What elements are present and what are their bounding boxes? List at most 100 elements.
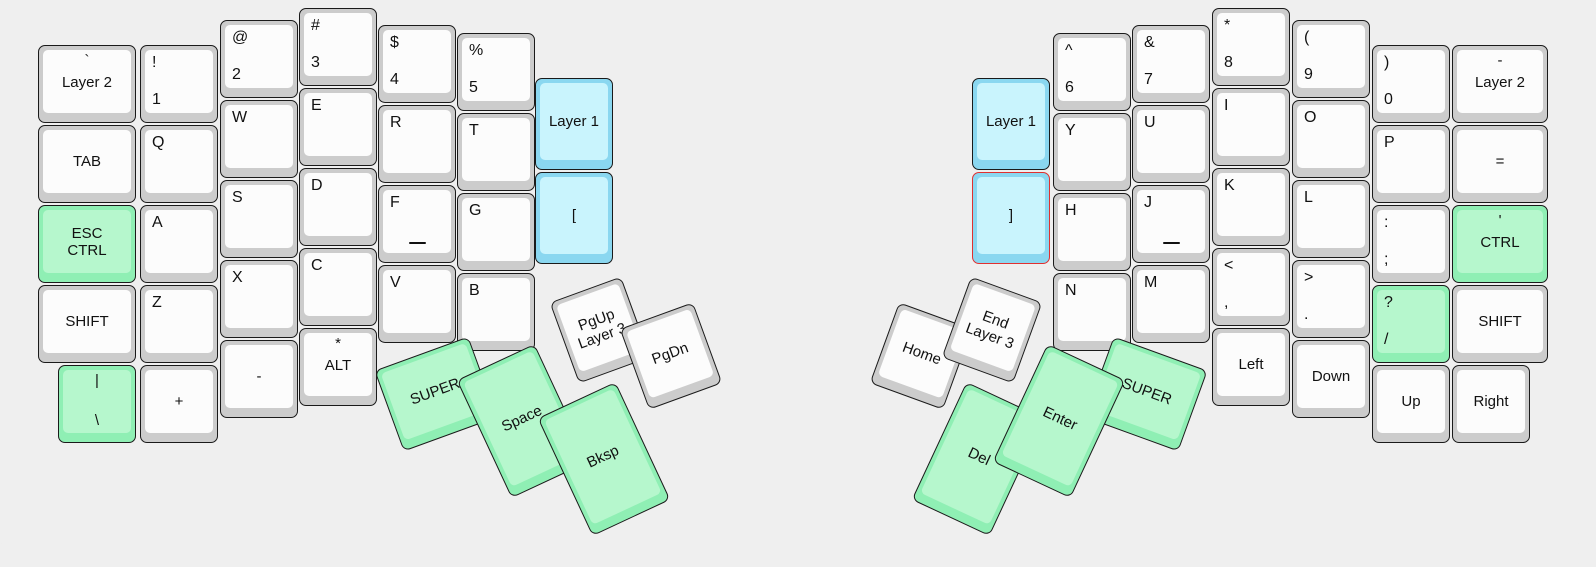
key-alt-cap: *ALT	[304, 333, 372, 396]
key-quote-ctrl-main-label: CTRL	[1480, 233, 1520, 251]
key-4[interactable]: $4	[378, 25, 456, 103]
key-bracket-left-main-label: [	[571, 206, 577, 224]
key-up[interactable]: Up	[1372, 365, 1450, 443]
key-minus-main-label: -	[256, 367, 262, 385]
key-bracket-right[interactable]: ]	[972, 172, 1050, 264]
key-2[interactable]: @2	[220, 20, 298, 98]
key-slash[interactable]: ?/	[1372, 285, 1450, 363]
key-a-tl-label: A	[152, 214, 163, 231]
key-u[interactable]: U	[1132, 105, 1210, 183]
key-pipe-backslash[interactable]: |\	[58, 365, 136, 443]
key-8[interactable]: *8	[1212, 8, 1290, 86]
key-k[interactable]: K	[1212, 168, 1290, 246]
key-i-cap: I	[1217, 93, 1285, 156]
key-d[interactable]: D	[299, 168, 377, 246]
key-equals[interactable]: =	[1452, 125, 1548, 203]
key-layer1-left-main-label: Layer 1	[548, 112, 600, 130]
key-6-cap: ^6	[1058, 38, 1126, 101]
key-3[interactable]: #3	[299, 8, 377, 86]
key-l-cap: L	[1297, 185, 1365, 248]
key-alt[interactable]: *ALT	[299, 328, 377, 406]
key-e-cap: E	[304, 93, 372, 156]
key-layer1-left-cap: Layer 1	[540, 83, 608, 160]
key-v[interactable]: V	[378, 265, 456, 343]
key-equals-main-label: =	[1495, 152, 1505, 170]
key-l[interactable]: L	[1292, 180, 1370, 258]
key-x[interactable]: X	[220, 260, 298, 338]
key-7[interactable]: &7	[1132, 25, 1210, 103]
key-5-cap: %5	[462, 38, 530, 101]
key-1-cap: !1	[145, 50, 213, 113]
key-semicolon[interactable]: :;	[1372, 205, 1450, 283]
key-o[interactable]: O	[1292, 100, 1370, 178]
key-t[interactable]: T	[457, 113, 535, 191]
key-layer1-left[interactable]: Layer 1	[535, 78, 613, 170]
key-z[interactable]: Z	[140, 285, 218, 363]
key-left[interactable]: Left	[1212, 328, 1290, 406]
key-k-cap: K	[1217, 173, 1285, 236]
key-esc-ctrl[interactable]: ESC CTRL	[38, 205, 136, 283]
key-j[interactable]: J	[1132, 185, 1210, 263]
key-layer2-minus[interactable]: -Layer 2	[1452, 45, 1548, 123]
key-right[interactable]: Right	[1452, 365, 1530, 443]
key-y-tl-label: Y	[1065, 122, 1076, 139]
key-layer2-grave-cap: `Layer 2	[43, 50, 131, 113]
key-layer2-minus-cap: -Layer 2	[1457, 50, 1543, 113]
key-layer2-grave[interactable]: `Layer 2	[38, 45, 136, 123]
key-q[interactable]: Q	[140, 125, 218, 203]
key-layer1-right[interactable]: Layer 1	[972, 78, 1050, 170]
key-g[interactable]: G	[457, 193, 535, 271]
key-c[interactable]: C	[299, 248, 377, 326]
key-period[interactable]: >.	[1292, 260, 1370, 338]
key-up-cap: Up	[1377, 370, 1445, 433]
key-h[interactable]: H	[1053, 193, 1131, 271]
key-s-tl-label: S	[232, 189, 243, 206]
key-j-homing-bar-icon	[1163, 241, 1180, 244]
key-i[interactable]: I	[1212, 88, 1290, 166]
key-period-bl-label: .	[1304, 306, 1309, 323]
key-u-cap: U	[1137, 110, 1205, 173]
key-bracket-left[interactable]: [	[535, 172, 613, 264]
key-c-cap: C	[304, 253, 372, 316]
key-a[interactable]: A	[140, 205, 218, 283]
key-7-cap: &7	[1137, 30, 1205, 93]
key-layer2-grave-top-label: `	[84, 52, 90, 69]
key-plus[interactable]: +	[140, 365, 218, 443]
key-p[interactable]: P	[1372, 125, 1450, 203]
key-comma[interactable]: <,	[1212, 248, 1290, 326]
key-j-cap: J	[1137, 190, 1205, 253]
key-q-cap: Q	[145, 130, 213, 193]
key-m[interactable]: M	[1132, 265, 1210, 343]
key-r[interactable]: R	[378, 105, 456, 183]
key-shift-left[interactable]: SHIFT	[38, 285, 136, 363]
key-s[interactable]: S	[220, 180, 298, 258]
key-shift-right[interactable]: SHIFT	[1452, 285, 1548, 363]
key-1[interactable]: !1	[140, 45, 218, 123]
key-f[interactable]: F	[378, 185, 456, 263]
key-0[interactable]: )0	[1372, 45, 1450, 123]
key-6[interactable]: ^6	[1053, 33, 1131, 111]
key-x-cap: X	[225, 265, 293, 328]
key-b-cap: B	[462, 278, 530, 341]
key-tab[interactable]: TAB	[38, 125, 136, 203]
key-w[interactable]: W	[220, 100, 298, 178]
key-comma-bl-label: ,	[1224, 294, 1229, 311]
key-5[interactable]: %5	[457, 33, 535, 111]
key-quote-ctrl-top-label: '	[1498, 212, 1502, 229]
key-up-main-label: Up	[1401, 392, 1421, 410]
key-semicolon-bl-label: ;	[1384, 251, 1389, 268]
key-9[interactable]: (9	[1292, 20, 1370, 98]
key-3-cap: #3	[304, 13, 372, 76]
key-9-tl-label: (	[1304, 29, 1310, 46]
key-b[interactable]: B	[457, 273, 535, 351]
key-minus[interactable]: -	[220, 340, 298, 418]
key-quote-ctrl[interactable]: ' CTRL	[1452, 205, 1548, 283]
key-down[interactable]: Down	[1292, 340, 1370, 418]
key-h-cap: H	[1058, 198, 1126, 261]
key-slash-tl-label: ?	[1384, 294, 1393, 311]
key-2-cap: @2	[225, 25, 293, 88]
key-7-bl-label: 7	[1144, 71, 1153, 88]
key-alt-tc-label: *	[335, 335, 341, 352]
key-e[interactable]: E	[299, 88, 377, 166]
key-y[interactable]: Y	[1053, 113, 1131, 191]
